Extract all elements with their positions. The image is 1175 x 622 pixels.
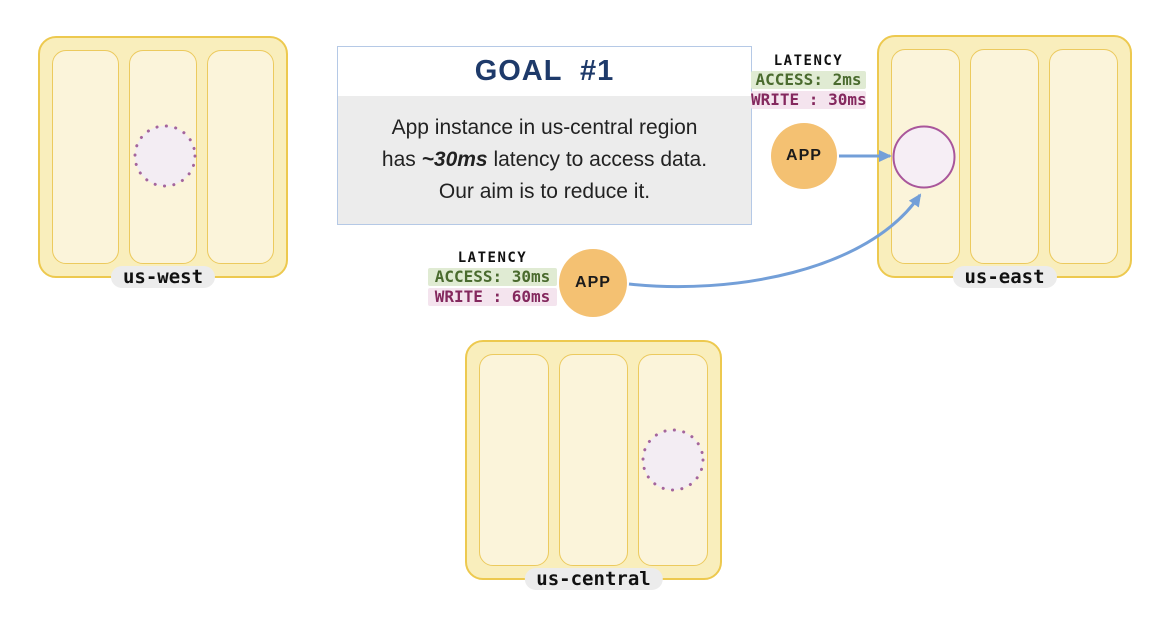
app-instance-us-central: APP [559,249,627,317]
region-us-west: us-west [38,36,288,288]
access-latency-chip: ACCESS: 2ms [751,71,866,89]
goal-line-1: App instance in us-central region [391,116,698,139]
goal-body-text: App instance in us-central region has ~3… [338,96,751,224]
availability-zone [638,354,709,566]
region-label-us-west: us-west [110,266,216,288]
availability-zone [1049,49,1118,264]
availability-zone [479,354,549,566]
access-latency-chip: ACCESS: 30ms [428,268,557,286]
goal-line-2: has ~30ms latency to access data. [381,148,708,171]
region-label-us-central: us-central [524,568,663,590]
availability-zone [891,49,960,264]
availability-zone [206,50,274,264]
goal-line-3: Our aim is to reduce it. [438,180,651,203]
availability-zone [129,50,197,264]
availability-zone [558,354,629,566]
region-us-central: us-central [465,340,722,590]
goal-latency-emphasis: ~30ms [421,148,488,171]
goal-title: GOAL #1 [474,55,615,87]
goal-callout-box: GOAL #1 App instance in us-central regio… [337,46,752,225]
latency-panel-us-central-app: LATENCY ACCESS: 30ms WRITE : 60ms [428,250,557,306]
region-us-east: us-east [877,35,1132,288]
availability-zone [52,50,120,264]
write-latency-chip: WRITE : 30ms [751,90,867,109]
write-latency-chip: WRITE : 60ms [428,288,557,306]
latency-title: LATENCY [773,53,844,69]
latency-panel-us-east-app: LATENCY ACCESS: 2ms WRITE : 30ms [751,53,867,109]
goal-header: GOAL #1 [338,47,751,96]
availability-zone [970,49,1039,264]
latency-title: LATENCY [457,250,528,266]
app-instance-us-east: APP [771,123,837,189]
region-label-us-east: us-east [952,266,1057,288]
